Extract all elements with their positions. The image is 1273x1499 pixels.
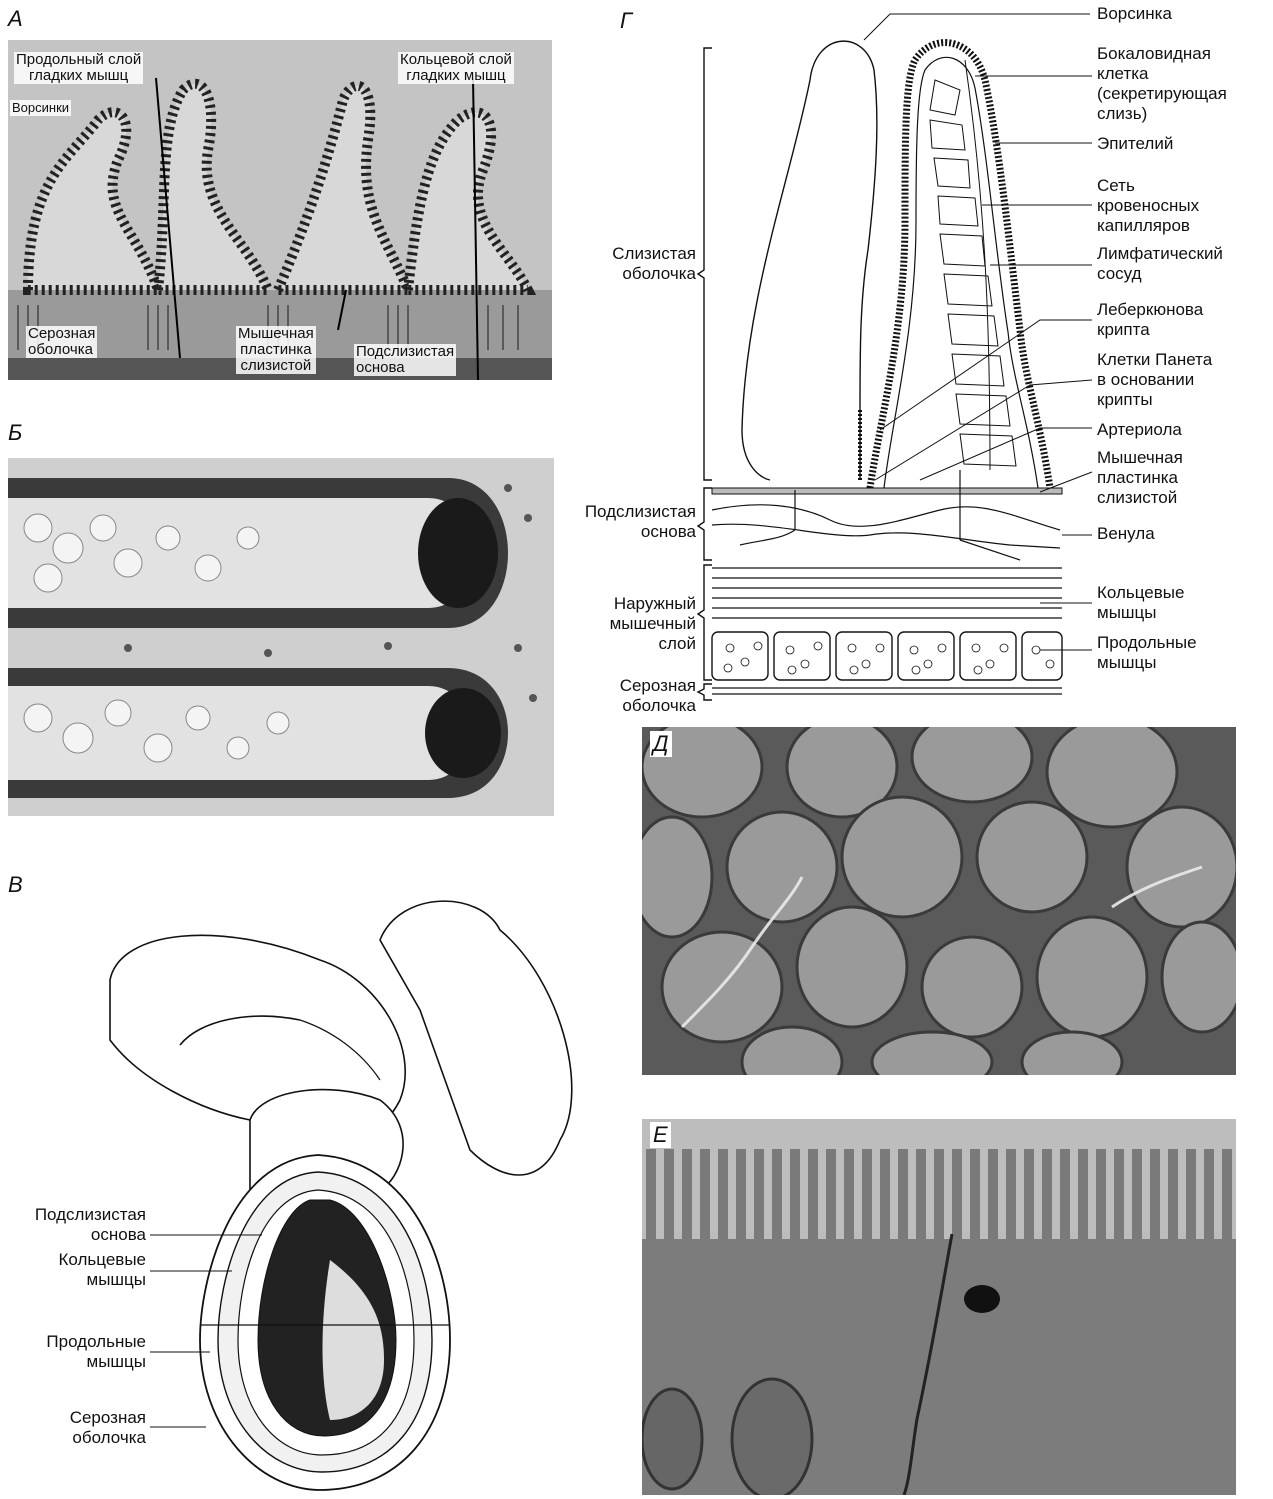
- panel-b-micrograph: [8, 458, 554, 816]
- panel-e-micrograph: [642, 1119, 1236, 1495]
- panel-g-label-longitudinal: Продольные мышцы: [1097, 633, 1197, 673]
- panel-g-label-goblet: Бокаловидная клетка (секретирующая слизь…: [1097, 44, 1227, 124]
- panel-g-label-crypt: Леберкюнова крипта: [1097, 300, 1203, 340]
- panel-g-label-arteriole: Артериола: [1097, 420, 1182, 440]
- panel-a-letter: А: [8, 6, 23, 32]
- panel-g-label-serosa: Серозная оболочка: [560, 676, 696, 716]
- panel-a-label-submucosa: Подслизистая основа: [354, 344, 456, 376]
- panel-g-label-villus: Ворсинка: [1097, 4, 1172, 24]
- panel-a-label-villi: Ворсинки: [10, 100, 71, 116]
- panel-v-label-serosa: Серозная оболочка: [0, 1408, 146, 1448]
- panel-g-label-circular: Кольцевые мышцы: [1097, 583, 1184, 623]
- panel-g-label-outer-muscle: Наружный мышечный слой: [560, 594, 696, 654]
- panel-v-letter: В: [8, 872, 23, 898]
- panel-v-label-longitudinal: Продольные мышцы: [0, 1332, 146, 1372]
- panel-g-label-epithelium: Эпителий: [1097, 134, 1173, 154]
- panel-a-label-longitudinal: Продольный слой гладких мышц: [14, 52, 143, 84]
- panel-d-micrograph: [642, 727, 1236, 1075]
- panel-g-letter: Г: [620, 8, 632, 34]
- panel-g-label-venule: Венула: [1097, 524, 1155, 544]
- panel-b-drawing: [8, 458, 554, 816]
- panel-g-label-paneth: Клетки Панета в основании крипты: [1097, 350, 1212, 410]
- panel-g-label-submucosa: Подслизистая основа: [540, 502, 696, 542]
- panel-g-label-mucosa: Слизистая оболочка: [560, 244, 696, 284]
- panel-a-label-muscularis-mucosae: Мышечная пластинка слизистой: [236, 326, 316, 374]
- panel-g-label-lymph: Лимфатический сосуд: [1097, 244, 1223, 284]
- panel-g-label-muscularis-mucosae: Мышечная пластинка слизистой: [1097, 448, 1183, 508]
- panel-g-label-capillaries: Сеть кровеносных капилляров: [1097, 176, 1199, 236]
- panel-b-letter: Б: [8, 420, 22, 446]
- panel-v-label-submucosa: Подслизистая основа: [0, 1205, 146, 1245]
- panel-a-label-circular: Кольцевой слой гладких мышц: [398, 52, 514, 84]
- panel-d-drawing: [642, 727, 1236, 1075]
- panel-e-drawing: [642, 1119, 1236, 1495]
- panel-d-letter: Д: [650, 731, 672, 757]
- panel-a-label-serosa: Серозная оболочка: [26, 326, 97, 358]
- panel-v-label-circular: Кольцевые мышцы: [0, 1250, 146, 1290]
- panel-e-letter: Е: [650, 1122, 671, 1148]
